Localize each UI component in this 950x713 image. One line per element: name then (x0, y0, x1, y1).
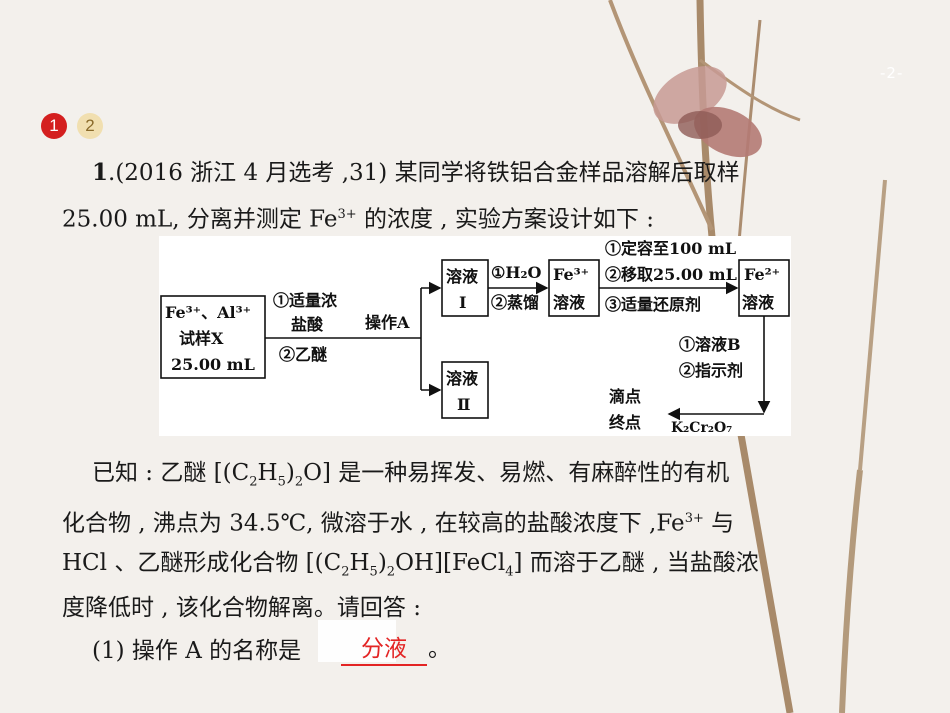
fe3-label-2: 溶液 (553, 293, 586, 312)
superscript: 3+ (684, 511, 704, 526)
question-number: 1 (92, 159, 109, 186)
step2-label-2: ②蒸馏 (491, 293, 539, 312)
subscript: 2 (341, 564, 350, 580)
question-intro-line2: 25.00 mL, 分离并测定 Fe3+ 的浓度 , 实验方案设计如下 : (62, 198, 654, 237)
text-span: 的浓度 , 实验方案设计如下 : (356, 206, 654, 233)
step3-label-2: ②移取25.00 mL (605, 265, 737, 284)
text-span: H (257, 460, 278, 486)
text-span: ] 而溶于乙醚 , 当盐酸浓 (513, 550, 759, 576)
text-span: O] 是一种易挥发、易燃、有麻醉性的有机 (303, 460, 730, 486)
nav-question-1-button[interactable]: 1 (41, 113, 67, 139)
answer-tail: 。 (428, 636, 451, 662)
step1-label-1: ①适量浓 (273, 291, 338, 310)
step1-label-2: 盐酸 (291, 315, 324, 334)
text-span: OH][FeCl (395, 550, 506, 576)
subscript: 5 (277, 474, 286, 490)
fe2-label-1: Fe²⁺ (744, 265, 780, 284)
text-span: H (349, 550, 370, 576)
subscript: 2 (386, 564, 396, 580)
subscript: 2 (249, 474, 258, 490)
step3-label-3: ③适量还原剂 (605, 295, 701, 314)
known-line2: 化合物 , 沸点为 34.5℃, 微溶于水 , 在较高的盐酸浓度下 ,Fe3+ … (62, 502, 734, 541)
sample-label-2: 试样X (179, 329, 224, 348)
known-line4: 度降低时 , 该化合物解离。请回答 : (62, 595, 421, 621)
answer-reveal-cover[interactable] (318, 620, 396, 662)
answer-text: 分液 (341, 632, 427, 666)
subscript: 2 (294, 474, 304, 490)
fe3-label-1: Fe³⁺ (553, 265, 589, 284)
sample-label-1: Fe³⁺、Al³⁺ (165, 303, 251, 322)
superscript: 3+ (337, 207, 357, 222)
question-intro-line1: 1.(2016 浙江 4 月选考 ,31) 某同学将铁铝合金样品溶解后取样 (92, 156, 740, 190)
known-line1: 已知 : 乙醚 [(C2H5)2O] 是一种易挥发、易燃、有麻醉性的有机 (92, 456, 729, 500)
operation-label: 操作A (365, 313, 410, 332)
text-span: HCl 、乙醚形成化合物 [(C (62, 550, 342, 576)
solution-I-label-2: Ⅰ (459, 293, 466, 312)
step3-label-1: ①定容至100 mL (605, 239, 736, 258)
sample-label-3: 25.00 mL (171, 355, 255, 374)
endpoint-label-2: 终点 (609, 413, 641, 432)
text-span: 与 (703, 510, 735, 537)
solution-II-label-2: Ⅱ (457, 395, 470, 414)
text-span: ) (377, 550, 387, 576)
text-span: 25.00 mL, 分离并测定 Fe (62, 206, 338, 233)
text-span: 化合物 , 沸点为 34.5℃, 微溶于水 , 在较高的盐酸浓度下 ,Fe (62, 510, 685, 537)
text-span: ) (285, 460, 295, 486)
known-line3: HCl 、乙醚形成化合物 [(C2H5)2OH][FeCl4] 而溶于乙醚 , … (62, 546, 759, 590)
subscript: 5 (369, 564, 378, 580)
solution-I-label-1: 溶液 (446, 267, 479, 286)
text-span: 已知 : 乙醚 [(C (92, 460, 250, 486)
nav-question-2-button[interactable]: 2 (77, 113, 103, 139)
question-source: .(2016 浙江 4 月选考 ,31) 某同学将铁铝合金样品溶解后取样 (108, 160, 740, 186)
solution-II-label-1: 溶液 (446, 369, 479, 388)
step4-label-2: ②指示剂 (679, 361, 743, 380)
endpoint-label-1: 滴点 (609, 387, 641, 406)
step4-label-1: ①溶液B (679, 335, 741, 354)
step1-label-3: ②乙醚 (279, 345, 327, 364)
step2-label-1: ①H₂O (491, 263, 541, 282)
page-number: -2- (880, 64, 904, 82)
experiment-flowchart: Fe³⁺、Al³⁺ 试样X 25.00 mL ①适量浓 盐酸 ②乙醚 操作A 溶… (159, 236, 791, 436)
titrant-label: K₂Cr₂O₇ (671, 420, 732, 436)
fe2-label-2: 溶液 (742, 293, 775, 312)
subquestion-prompt: (1) 操作 A 的名称是 (92, 638, 302, 664)
subscript: 4 (505, 564, 514, 580)
